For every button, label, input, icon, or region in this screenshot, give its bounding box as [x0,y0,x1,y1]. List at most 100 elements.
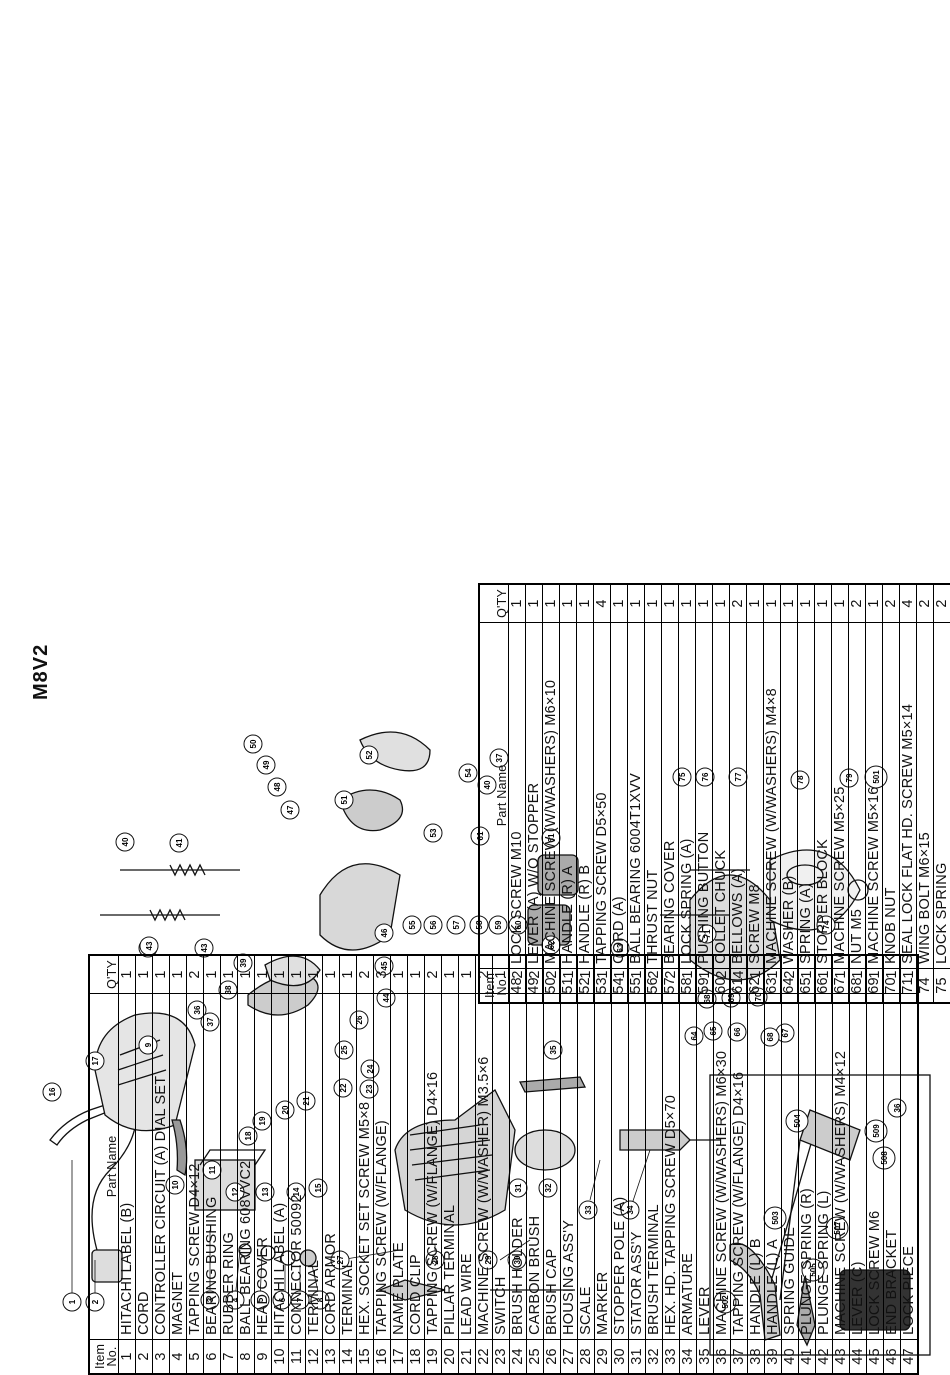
item-no-cell: 54 [611,968,628,1003]
part-name-cell: SCALE [578,993,595,1339]
callout-46: 46 [375,924,393,942]
part-name-cell: LOCK SPRING (A) [679,622,696,968]
item-no-cell: 7 [221,1339,238,1374]
part-name-cell: MACHINE SCREW (W/WASHERS) M6×30 [714,993,731,1339]
item-no-cell: 37 [731,1339,748,1374]
item-no-cell: 60 [713,968,730,1003]
item-no-cell: 41 [799,1339,816,1374]
qty-cell: 2 [849,584,866,622]
part-name-cell: BEARING COVER [662,622,679,968]
item-no-cell: 23 [493,1339,510,1374]
item-no-cell: 27 [561,1339,578,1374]
part-name-cell: MACHINE SCREW (W/WASHERS) M6×10 [543,622,560,968]
item-no-cell: 21 [459,1339,476,1374]
callout-1: 1 [63,1293,81,1311]
item-no-cell: 67 [832,968,849,1003]
qty-cell: 1 [340,955,357,993]
part-name-cell: TAPPING SCREW D4×12 [187,993,204,1339]
part-name-cell: STATOR ASS'Y [629,993,646,1339]
callout-number: 49 [262,760,271,769]
part-name-cell: LEVER [697,993,714,1339]
item-no-cell: 4 [170,1339,187,1374]
item-no-cell: 74 [917,968,934,1003]
item-no-cell: 58 [679,968,696,1003]
item-no-cell: 1 [119,1339,136,1374]
qty-cell: 1 [866,584,883,622]
item-no-cell: 2 [136,1339,153,1374]
qty-cell: 2 [357,955,374,993]
qty-cell: 2 [917,584,934,622]
part-name-cell: WING BOLT M6×15 [917,622,934,968]
item-no-cell: 36 [714,1339,731,1374]
qty-cell: 1 [170,955,187,993]
callout-number: 56 [429,920,438,929]
qty-cell: 1 [204,955,221,993]
part-name-cell: TERMINAL [306,993,323,1339]
callout-number: 53 [429,828,438,837]
item-no-cell: 65 [798,968,815,1003]
item-no-cell: 42 [816,1339,833,1374]
col-header-qty: Q'TY [89,955,119,993]
part-name-cell: THRUST NUT [645,622,662,968]
col-header-part-name: Part Name [89,993,119,1339]
item-no-cell: 20 [442,1339,459,1374]
callout-48: 48 [268,778,286,796]
item-no-cell: 5 [187,1339,204,1374]
item-no-cell: 14 [340,1339,357,1374]
qty-cell: 1 [391,955,408,993]
callout-number: 46 [380,928,389,937]
part-name-cell: LOCK SCREW M6 [867,993,884,1339]
item-no-cell: 55 [628,968,645,1003]
callout-number: 47 [286,805,295,814]
qty-cell: 1 [408,955,425,993]
part-name-cell: CORD CLIP [408,993,425,1339]
item-no-cell: 8 [238,1339,255,1374]
item-no-cell: 28 [578,1339,595,1374]
callout-50: 50 [244,735,262,753]
qty-cell: 1 [119,955,136,993]
part-name-cell: SCREW M8 [747,622,764,968]
part-name-cell: CORD (A) [611,622,628,968]
item-no-cell: 46 [884,1339,901,1374]
callout-57: 57 [447,916,465,934]
part-name-cell: KNOB NUT [883,622,900,968]
qty-cell: 1 [696,584,713,622]
part-name-cell: ARMATURE [680,993,697,1339]
item-no-cell: 49 [526,968,543,1003]
item-no-cell: 68 [849,968,866,1003]
qty-cell: 1 [832,584,849,622]
callout-47: 47 [281,801,299,819]
part-name-cell: LEVER (A) W/O STOPPER [526,622,543,968]
part-name-cell: BALL BEARING 6004T1XVV [628,622,645,968]
callout-number: 43 [200,943,209,952]
item-no-cell: 51 [560,968,577,1003]
qty-cell: 1 [560,584,577,622]
callout-53: 53 [424,824,442,842]
item-no-cell: 40 [782,1339,799,1374]
item-no-cell: 24 [510,1339,527,1374]
part-name-cell: BRUSH HOLDER [510,993,527,1339]
qty-cell: 1 [798,584,815,622]
callout-number: 55 [408,920,417,929]
part-name-cell: LOCK SPRING [934,622,950,968]
